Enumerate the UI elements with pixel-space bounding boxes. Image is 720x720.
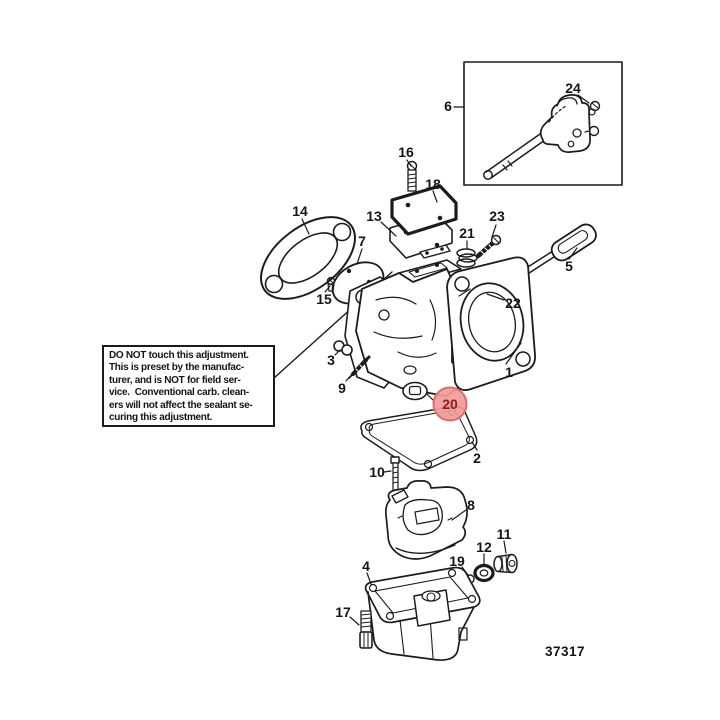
part-label-14[interactable]: 14 (292, 203, 308, 219)
part-label-12[interactable]: 12 (476, 539, 492, 555)
part-label-15[interactable]: 15 (316, 291, 332, 307)
figure-number: 37317 (545, 644, 586, 659)
screw-17-drawing (359, 610, 373, 649)
spring-21-drawing (456, 248, 478, 268)
part-label-18[interactable]: 18 (425, 176, 441, 192)
part-label-23[interactable]: 23 (489, 208, 505, 224)
warning-line: This is preset by the manufac- (109, 362, 244, 374)
clip-3-drawing (333, 340, 353, 356)
grommet-20-drawing (402, 381, 428, 401)
screw-15-drawing (326, 276, 336, 292)
plug-11-drawing (493, 553, 518, 574)
warning-line: curing this adjustment. (109, 412, 213, 424)
part-label-7[interactable]: 7 (358, 233, 366, 249)
leader-24 (577, 94, 590, 104)
screw-23-drawing (475, 234, 502, 259)
plate-18-drawing (390, 184, 458, 236)
part-label-11[interactable]: 11 (496, 526, 512, 542)
part-label-17[interactable]: 17 (335, 604, 351, 620)
part-label-13[interactable]: 13 (366, 208, 382, 224)
part-label-3[interactable]: 3 (327, 352, 335, 368)
bowl-4-drawing (364, 566, 481, 661)
screw-16-drawing (406, 160, 418, 192)
warning-line: turer, and is NOT for field ser- (109, 374, 241, 386)
part-label-22[interactable]: 22 (505, 295, 521, 311)
float-8-drawing (384, 480, 468, 560)
part-label-5[interactable]: 5 (565, 258, 573, 274)
part-label-10[interactable]: 10 (369, 464, 385, 480)
part-label-16[interactable]: 16 (398, 144, 414, 160)
part-label-21[interactable]: 21 (459, 225, 475, 241)
part-label-20-highlighted[interactable]: 20 (442, 396, 458, 412)
warning-line: DO NOT touch this adjustment. (109, 350, 249, 361)
part-label-24[interactable]: 24 (565, 80, 581, 96)
warning-line: vice. Conventional carb. clean- (109, 387, 249, 399)
throttle-lever-drawing (483, 94, 600, 180)
part-label-4[interactable]: 4 (362, 558, 370, 574)
warning-note-box: DO NOT touch this adjustment. This is pr… (102, 345, 275, 427)
part-label-8[interactable]: 8 (467, 497, 475, 513)
leader-lines (301, 159, 578, 626)
part-label-1[interactable]: 1 (505, 364, 513, 380)
part-label-19[interactable]: 19 (449, 553, 465, 569)
part-label-6[interactable]: 6 (444, 98, 452, 114)
screw-10-drawing (390, 456, 400, 491)
inset-box (453, 61, 623, 186)
part-label-2[interactable]: 2 (473, 450, 481, 466)
carburetor-body-drawing (344, 244, 536, 397)
gasket-14-drawing (260, 216, 356, 300)
warning-line: ers will not affect the sealant se- (109, 399, 253, 411)
seal-12-drawing (473, 563, 495, 583)
screw-24-drawing (588, 100, 601, 116)
highlight-circle[interactable] (432, 386, 468, 422)
part-label-9[interactable]: 9 (338, 380, 346, 396)
